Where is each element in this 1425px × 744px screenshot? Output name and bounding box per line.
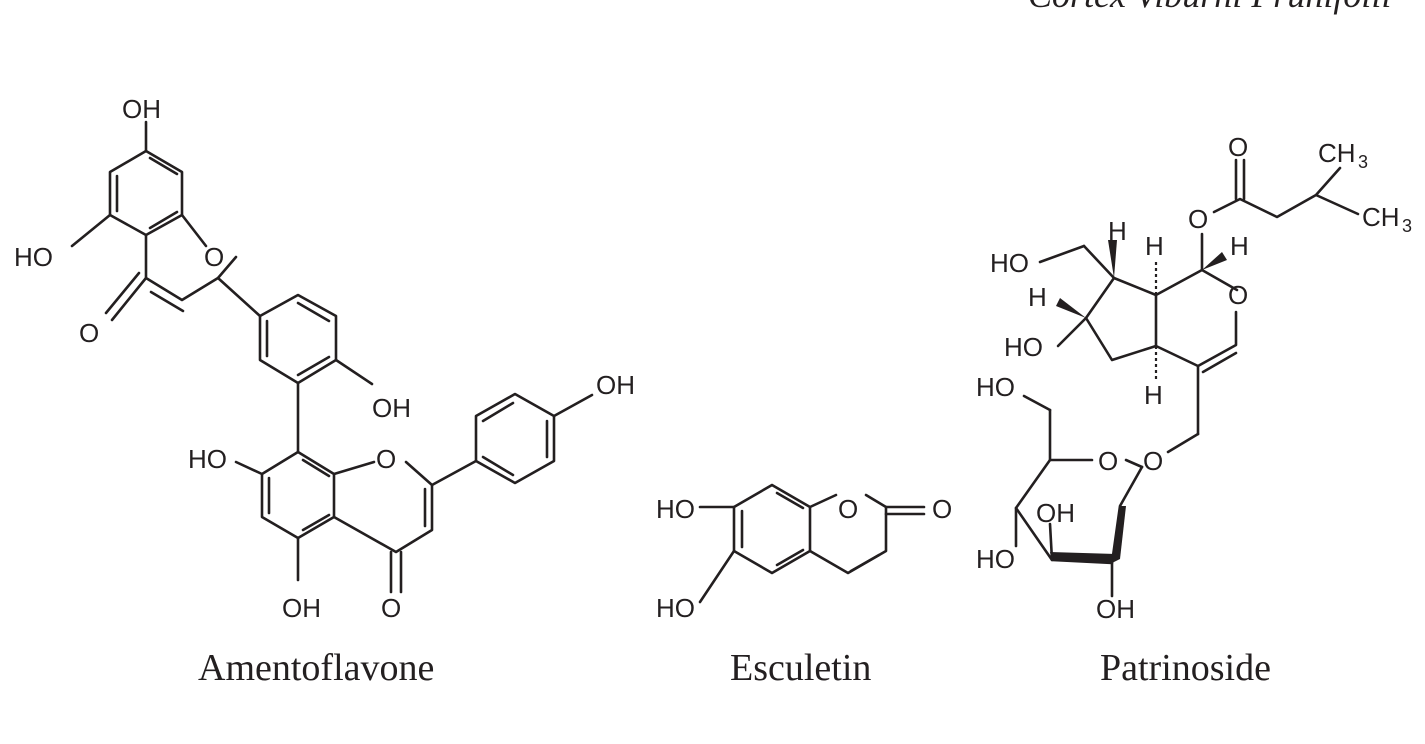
atom-label: O: [1188, 204, 1208, 234]
atom-label: OH: [122, 94, 161, 124]
atom-label: HO: [656, 593, 695, 623]
atom-label: H: [1145, 231, 1164, 261]
atom-label: H: [1230, 231, 1249, 261]
atom-label: HO: [188, 444, 227, 474]
atom-label: H: [1144, 380, 1163, 410]
atom-label: OH: [372, 393, 411, 423]
atom-label: 3: [1402, 216, 1412, 236]
atom-label: 3: [1358, 152, 1368, 172]
atom-label: HO: [656, 494, 695, 524]
atom-label: O: [381, 593, 401, 623]
atom-label: HO: [14, 242, 53, 272]
atom-label: OH: [282, 593, 321, 623]
molecule-name-patrinoside: Patrinoside: [1100, 647, 1271, 689]
atom-label: HO: [976, 544, 1015, 574]
molecule-name-amentoflavone: Amentoflavone: [198, 647, 434, 689]
atom-label: HO: [1004, 332, 1043, 362]
atom-label: O: [376, 444, 396, 474]
atom-label: CH: [1318, 138, 1356, 168]
molecule-name-esculetin: Esculetin: [730, 647, 871, 689]
atom-label: H: [1028, 282, 1047, 312]
atom-label: O: [1098, 446, 1118, 476]
amentoflavone-structure: OH HO O O OH OH HO O OH O: [14, 94, 635, 623]
atom-label: OH: [1036, 498, 1075, 528]
atom-label: HO: [976, 372, 1015, 402]
atom-label: OH: [596, 370, 635, 400]
atom-label: O: [838, 494, 858, 524]
atom-label: O: [79, 318, 99, 348]
atom-label: O: [204, 242, 224, 272]
esculetin-structure: HO HO O O: [656, 483, 952, 623]
atom-label: O: [1228, 132, 1248, 162]
atom-label: H: [1108, 216, 1127, 246]
atom-label: CH: [1362, 202, 1400, 232]
atom-label: HO: [990, 248, 1029, 278]
patrinoside-structure: O CH 3 O CH 3 H H H HO H O HO H HO O O O…: [976, 132, 1412, 624]
atom-label: O: [932, 494, 952, 524]
atom-label: O: [1228, 280, 1248, 310]
atom-label: O: [1143, 446, 1163, 476]
atom-label: OH: [1096, 594, 1135, 624]
figure-header: Cortex Viburni Prunifolii: [1028, 0, 1391, 15]
